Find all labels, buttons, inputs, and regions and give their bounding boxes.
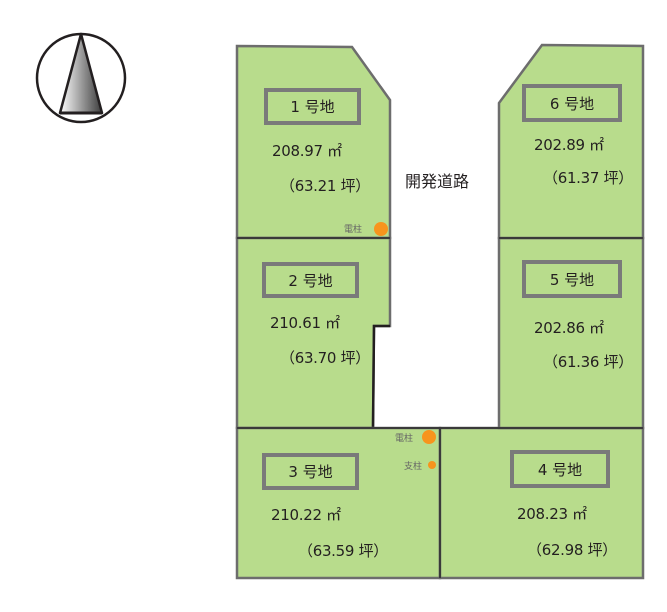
lot-2-name: 2 号地 [288, 271, 333, 290]
north-arrow-icon [35, 32, 127, 124]
lot-5-name: 5 号地 [549, 270, 595, 289]
utility-pole-2-marker [422, 430, 436, 444]
lot-6-name-box: 6 号地 [522, 84, 622, 122]
lot-3-name-box: 3 号地 [262, 453, 359, 490]
lot-5-area: 202.86 ㎡ [534, 319, 604, 337]
utility-pole-1-marker [374, 222, 388, 236]
lot-4-tsubo: （62.98 坪） [527, 541, 618, 559]
lot-6-tsubo: （61.37 坪） [543, 169, 634, 187]
lot-2-tsubo: （63.70 坪） [280, 349, 371, 367]
utility-pole-1-label: 電柱 [344, 225, 363, 235]
road-label: 開発道路 [405, 172, 470, 191]
lot-1-name-box: 1 号地 [264, 88, 361, 125]
lot-4-name-box: 4 号地 [510, 450, 610, 488]
lot-3-tsubo: （63.59 坪） [298, 542, 389, 560]
lot-3-name: 3 号地 [288, 463, 333, 481]
lot-1-tsubo: （63.21 坪） [280, 177, 371, 195]
support-pole-label: 支柱 [404, 462, 423, 472]
lot-5-name-box: 5 号地 [522, 260, 622, 298]
lot-1-name: 1 号地 [290, 98, 335, 116]
lot-2-name-box: 2 号地 [262, 262, 359, 298]
utility-pole-2-label: 電柱 [395, 434, 414, 444]
lot-6-name: 6 号地 [549, 94, 595, 113]
lot-6-area: 202.89 ㎡ [534, 136, 604, 154]
lot-3-area: 210.22 ㎡ [271, 506, 341, 524]
lot-4-name: 4 号地 [537, 460, 583, 479]
lot-5-tsubo: （61.36 坪） [543, 353, 634, 371]
support-pole-marker [428, 461, 436, 469]
lot-1-area: 208.97 ㎡ [272, 142, 342, 160]
lot-4-area: 208.23 ㎡ [517, 505, 587, 523]
lot-1-parcel[interactable] [235, 44, 392, 240]
lot-2-area: 210.61 ㎡ [270, 314, 340, 332]
